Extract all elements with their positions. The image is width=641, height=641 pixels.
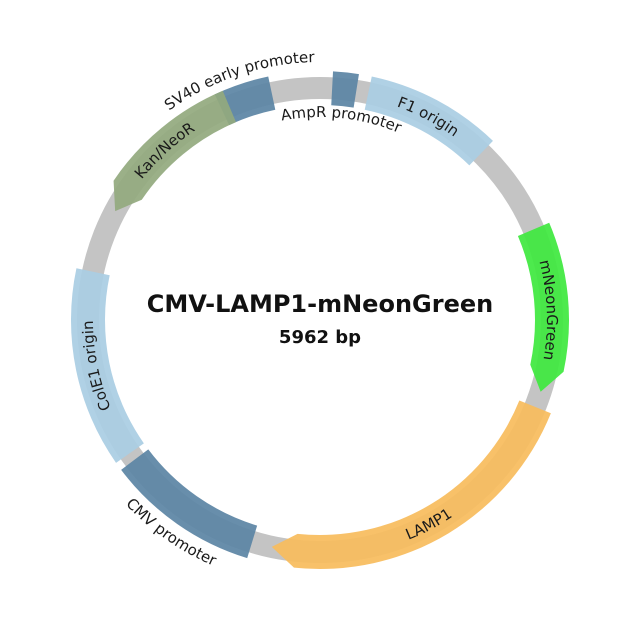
feature-lamp1 (271, 400, 551, 570)
feature-layer (70, 71, 570, 570)
feature-cole1-origin (70, 268, 144, 463)
feature-mneongreen (517, 222, 570, 392)
plasmid-title: CMV-LAMP1-mNeonGreen (147, 290, 493, 318)
feature-f1-origin (364, 76, 493, 166)
plasmid-size: 5962 bp (279, 327, 361, 348)
feature-ampr-promoter (331, 71, 359, 108)
feature-kan-neor (113, 90, 236, 212)
feature-cmv-promoter (121, 449, 258, 559)
